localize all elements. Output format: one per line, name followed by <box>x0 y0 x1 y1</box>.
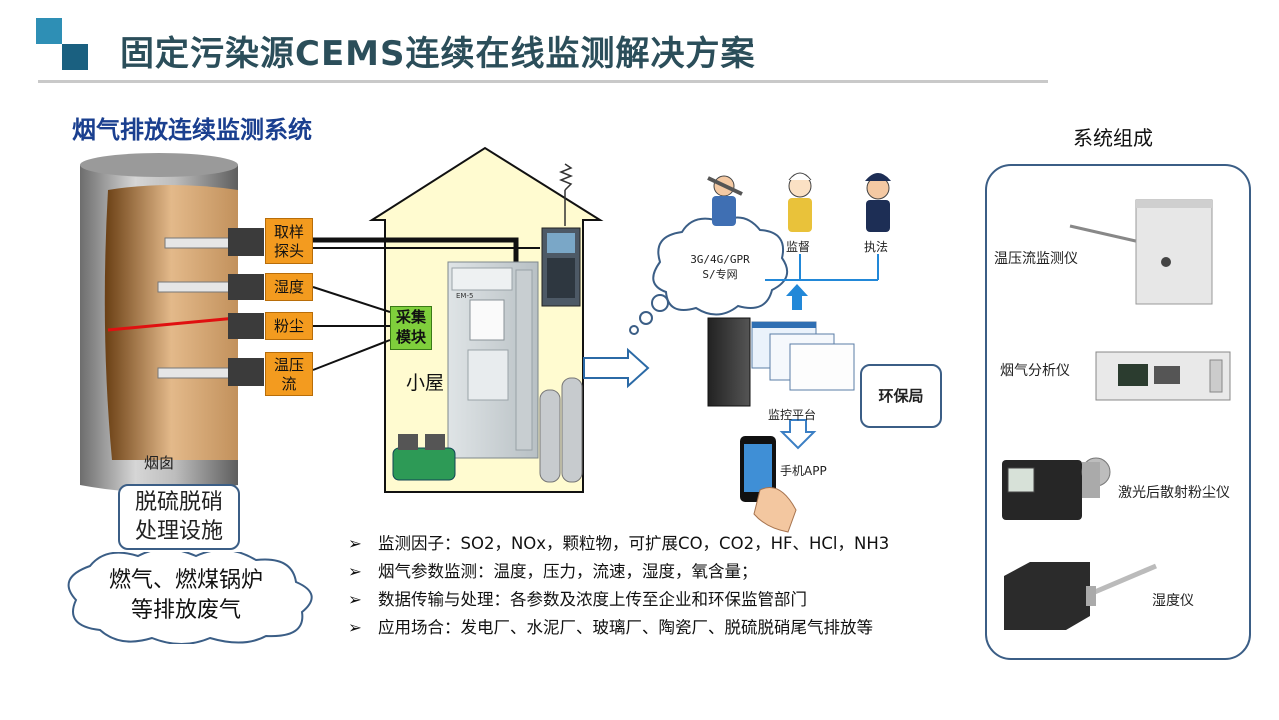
component-humidity-meter-graphic <box>1004 562 1157 630</box>
component-label: 烟气分析仪 <box>1000 363 1070 379</box>
platform-label: 监控平台 <box>768 408 817 422</box>
component-label: 激光后散射粉尘仪 <box>1118 485 1230 501</box>
download-arrow <box>779 419 817 450</box>
logo <box>36 18 88 70</box>
transmission-arrow <box>583 347 650 389</box>
components-panel <box>985 164 1251 660</box>
list-item: ➢数据传输与处理：各参数及浓度上传至企业和环保监管部门 <box>348 586 889 614</box>
component-gas-analyzer-graphic <box>1095 351 1231 401</box>
list-item: ➢监测因子：SO2，NOx，颗粒物，可扩展CO，CO2，HF、HCl，NH3 <box>348 530 889 558</box>
house-label: 小屋 <box>406 372 445 394</box>
components-title: 系统组成 <box>1073 126 1153 150</box>
controller-panel-graphic <box>541 227 581 307</box>
analyzer-cabinet-graphic <box>447 261 539 459</box>
cables <box>312 237 540 371</box>
component-thermo-pressure-flow-graphic <box>1069 199 1213 305</box>
list-item: ➢烟气参数监测：温度，压力，流速，湿度，氧含量； <box>348 558 889 586</box>
role-lines <box>765 254 879 281</box>
probe-label-humidity: 湿度 <box>265 273 313 301</box>
cabinet-model: EM-5 <box>456 292 474 300</box>
role-enforce: 执法 <box>864 240 889 254</box>
eco-bureau-box: 环保局 <box>860 364 942 428</box>
emission-source-cloud <box>67 552 313 644</box>
network-cloud <box>652 216 789 316</box>
gas-cylinders-graphic <box>539 377 583 483</box>
phone-graphic <box>740 436 797 533</box>
page-title: 固定污染源CEMS连续在线监测解决方案 <box>120 34 756 74</box>
chimney-graphic <box>80 153 264 493</box>
arrow-bullet-icon: ➢ <box>348 618 362 637</box>
component-dust-meter-graphic <box>1002 457 1111 520</box>
collector-module: 采集 模块 <box>390 306 432 350</box>
list-item: ➢应用场合：发电厂、水泥厂、玻璃厂、陶瓷厂、脱硫脱硝尾气排放等 <box>348 614 889 642</box>
compressor-graphic <box>392 434 456 481</box>
supervisor-figure <box>788 172 812 232</box>
feature-list: ➢监测因子：SO2，NOx，颗粒物，可扩展CO，CO2，HF、HCl，NH3 ➢… <box>348 530 889 642</box>
probe-label-dust: 粉尘 <box>265 312 313 340</box>
probe-label-temp-pressure-flow: 温压 流 <box>265 352 313 396</box>
treatment-facility-label: 脱硫脱硝 处理设施 <box>118 484 240 550</box>
network-cloud-label: 3G/4G/GPR S/专网 <box>690 253 750 281</box>
upload-arrow <box>786 284 808 310</box>
section-subtitle: 烟气排放连续监测系统 <box>72 116 312 144</box>
enforcer-figure <box>865 173 891 232</box>
title-divider <box>38 80 1048 83</box>
monitoring-platform-graphic <box>707 317 855 407</box>
component-label: 温压流监测仪 <box>994 251 1078 267</box>
cloud-bubbles <box>629 294 669 335</box>
chimney-label: 烟囱 <box>144 454 175 472</box>
arrow-bullet-icon: ➢ <box>348 534 362 553</box>
arrow-bullet-icon: ➢ <box>348 590 362 609</box>
app-label: 手机APP <box>780 464 827 478</box>
component-label: 湿度仪 <box>1152 593 1194 609</box>
technician-figure <box>707 175 743 226</box>
probe-label-sampling: 取样 探头 <box>265 218 313 264</box>
arrow-bullet-icon: ➢ <box>348 562 362 581</box>
role-supervise: 监督 <box>786 240 811 254</box>
emission-source-label: 燃气、燃煤锅炉 等排放废气 <box>108 568 263 623</box>
